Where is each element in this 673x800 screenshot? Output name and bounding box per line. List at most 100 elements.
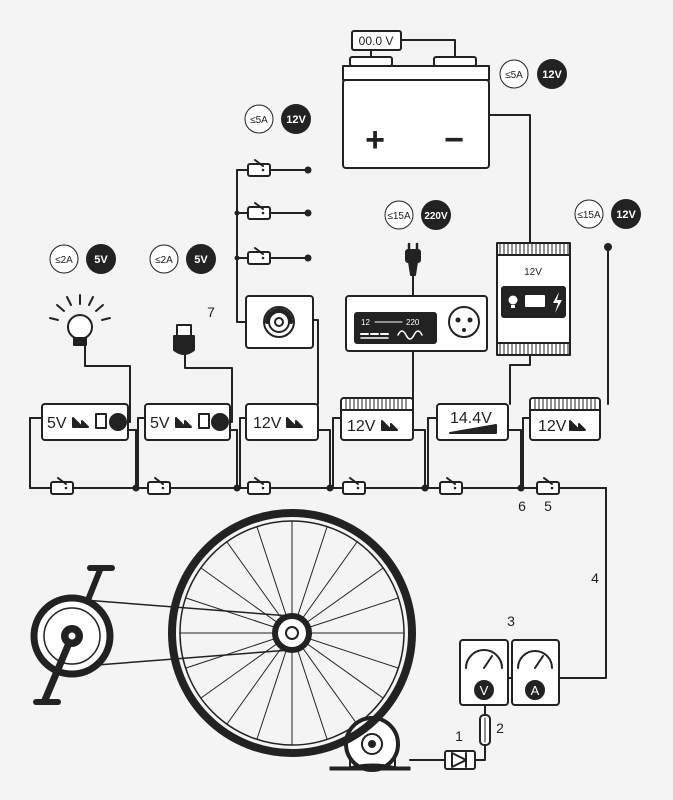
module-3 xyxy=(245,403,319,441)
usb-voltage-text: 5V xyxy=(194,254,208,266)
wire-to-ammeter xyxy=(558,487,607,679)
ammeter xyxy=(511,639,560,706)
inverter-display xyxy=(354,312,437,344)
bulb-voltage-badge xyxy=(86,244,116,274)
usb-plug-icon xyxy=(173,324,195,355)
battery-voltage-text: 12V xyxy=(542,69,562,81)
battery-body xyxy=(342,79,490,169)
light-switch-3[interactable] xyxy=(247,247,271,265)
callout-7: 7 xyxy=(207,304,215,320)
light-terminal-1 xyxy=(304,166,312,174)
usb-voltage-badge xyxy=(186,244,216,274)
voltmeter-symbol: V xyxy=(480,683,489,698)
module-1 xyxy=(41,403,129,441)
module-1-label: 5V xyxy=(47,415,67,432)
main-switch[interactable] xyxy=(536,477,560,495)
output-voltage-text: 12V xyxy=(616,209,636,221)
controller-voltage-label: 12V xyxy=(524,267,542,278)
bulb-voltage-text: 5V xyxy=(94,254,108,266)
diode xyxy=(444,750,476,770)
bus-switch-2[interactable] xyxy=(147,477,171,495)
bicycle-chain xyxy=(83,599,291,667)
inverter-current-badge xyxy=(384,200,414,230)
module-4-label: 12V xyxy=(347,418,376,435)
output-current-text: ≤15A xyxy=(577,210,601,221)
light-switch-2[interactable] xyxy=(247,202,271,220)
battery-lid xyxy=(342,65,490,81)
wire-mod3-to-dimmer xyxy=(312,319,319,405)
charge-controller xyxy=(496,242,571,356)
battery-current-text: ≤5A xyxy=(505,70,523,81)
wire-fuse-to-diode xyxy=(474,744,486,761)
lights-voltage-badge xyxy=(281,104,311,134)
plug-icon xyxy=(405,249,421,263)
diagram-text: 00.0 V + − ≤5A 12V ≤5A 12V ≤15A 220V ≤15… xyxy=(47,34,636,744)
usb-badges xyxy=(149,244,216,274)
callout-5: 5 xyxy=(544,498,552,514)
lights-voltage-text: 12V xyxy=(286,114,306,126)
module-3-label: 12V xyxy=(253,415,282,432)
light-switches xyxy=(247,159,271,265)
module-6-label: 12V xyxy=(538,418,567,435)
battery xyxy=(342,30,490,169)
callout-3: 3 xyxy=(507,613,515,629)
dimmer-module xyxy=(245,295,314,349)
ammeter-symbol: A xyxy=(531,683,540,698)
light-terminal-2 xyxy=(304,209,312,217)
battery-badges xyxy=(499,59,567,89)
inverter-scale-low: 12 xyxy=(361,318,370,327)
wiring xyxy=(29,114,609,761)
light-switch-1[interactable] xyxy=(247,159,271,177)
output-12v-terminal xyxy=(604,243,612,251)
bus-switch-1[interactable] xyxy=(50,477,74,495)
module-5-label: 14.4V xyxy=(450,410,492,427)
battery-current-badge xyxy=(499,59,529,89)
inverter-current-text: ≤15A xyxy=(387,211,411,222)
inverter xyxy=(345,242,488,352)
battery-voltage-badge xyxy=(537,59,567,89)
module-2 xyxy=(144,403,231,441)
lights-badges xyxy=(244,104,311,134)
wire-mod5-to-controller xyxy=(509,354,531,405)
socket-icon xyxy=(448,306,480,338)
usb-current-text: ≤2A xyxy=(155,255,173,266)
bus-switch-5[interactable] xyxy=(439,477,463,495)
pedal-crank xyxy=(30,565,115,705)
converter-modules xyxy=(41,397,601,441)
controller-light-icon xyxy=(508,295,518,305)
controller-bolt-icon xyxy=(553,292,562,313)
bus-switch-3[interactable] xyxy=(247,477,271,495)
junction-dots xyxy=(132,166,612,492)
sine-wave-icon xyxy=(397,330,423,340)
output-badges xyxy=(574,199,641,229)
usb-current-badge xyxy=(149,244,179,274)
battery-voltmeter-readout: 00.0 V xyxy=(359,34,394,48)
bus-switch-4[interactable] xyxy=(342,477,366,495)
inverter-badges xyxy=(384,200,451,230)
bulb-current-text: ≤2A xyxy=(55,255,73,266)
battery-minus-symbol: − xyxy=(444,121,464,159)
battery-terminal-positive xyxy=(349,56,393,67)
bulb-icon xyxy=(49,294,111,346)
module-5 xyxy=(436,403,509,441)
wire-dimmer-to-lights xyxy=(236,169,250,323)
callout-4: 4 xyxy=(591,570,599,586)
bus-switches xyxy=(50,477,560,495)
bulb-badges xyxy=(49,244,116,274)
bulb-current-badge xyxy=(49,244,79,274)
lights-current-text: ≤5A xyxy=(250,115,268,126)
callout-2: 2 xyxy=(496,720,504,736)
callout-1: 1 xyxy=(455,728,463,744)
wire-controller-to-battery xyxy=(484,114,531,244)
voltmeter xyxy=(459,639,509,706)
output-current-badge xyxy=(574,199,604,229)
bicycle-wheel xyxy=(168,509,416,757)
callout-6: 6 xyxy=(518,498,526,514)
battery-voltmeter-wire xyxy=(400,39,456,61)
inverter-voltage-text: 220V xyxy=(424,211,448,222)
module-2-label: 5V xyxy=(150,415,170,432)
output-voltage-badge xyxy=(611,199,641,229)
battery-plus-symbol: + xyxy=(365,121,385,159)
module-6 xyxy=(529,397,601,441)
